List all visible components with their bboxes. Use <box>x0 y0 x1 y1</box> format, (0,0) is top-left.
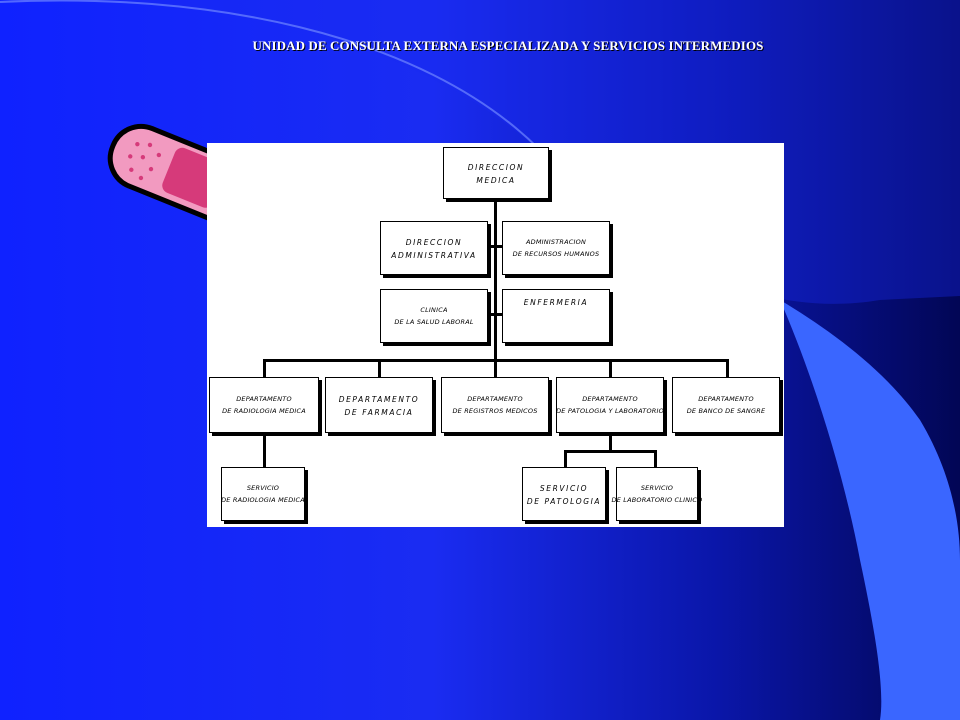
connector-main-trunk <box>494 198 497 348</box>
connector-servicio-radiologia <box>263 433 266 467</box>
node-direccion-medica: DIRECCION MEDICA <box>443 147 549 199</box>
slide-title: UNIDAD DE CONSULTA EXTERNA ESPECIALIZADA… <box>252 38 764 53</box>
node-departamento-patologia-line1: DEPARTAMENTO <box>582 395 638 404</box>
node-servicio-laboratorio-line2: DE LABORATORIO CLINICO <box>611 496 703 504</box>
node-administracion-recursos-humanos: ADMINISTRACION DE RECURSOS HUMANOS <box>502 221 610 275</box>
connector-servicio-laboratorio <box>654 450 657 468</box>
node-clinica-salud-laboral-line1: CLINICA <box>420 306 448 315</box>
node-departamento-registros-line2: DE REGISTROS MEDICOS <box>452 407 538 415</box>
connector-dept-3 <box>494 359 497 377</box>
node-departamento-farmacia-line1: DEPARTAMENTO <box>338 394 420 404</box>
node-direccion-administrativa: DIRECCION ADMINISTRATIVA <box>380 221 488 275</box>
node-enfermeria-line1: ENFERMERIA <box>523 298 589 307</box>
node-administracion-rrhh-line1: ADMINISTRACION <box>525 238 587 247</box>
node-servicio-radiologia-line1: SERVICIO <box>246 484 280 493</box>
node-departamento-farmacia-line2: DE FARMACIA <box>344 408 414 417</box>
connector-dept-4 <box>609 359 612 377</box>
org-chart: DIRECCION MEDICA DIRECCION ADMINISTRATIV… <box>207 143 784 527</box>
node-servicio-patologia-line1: SERVICIO <box>539 483 589 493</box>
node-direccion-medica-line2: MEDICA <box>476 176 516 185</box>
connector-dept-1 <box>263 359 266 377</box>
node-clinica-salud-laboral-line2: DE LA SALUD LABORAL <box>394 318 474 326</box>
node-departamento-radiologia-line2: DE RADIOLOGIA MEDICA <box>222 407 306 415</box>
background-swoosh-right <box>780 300 960 720</box>
node-clinica-salud-laboral: CLINICA DE LA SALUD LABORAL <box>380 289 488 343</box>
node-departamento-farmacia: DEPARTAMENTO DE FARMACIA <box>325 377 433 433</box>
node-departamento-registros-line1: DEPARTAMENTO <box>467 395 523 404</box>
node-servicio-radiologia-line2: DE RADIOLOGIA MEDICA <box>221 496 305 504</box>
connector-servicio-patologia <box>564 450 567 468</box>
background-arc-line <box>0 0 541 151</box>
connector-dept-5 <box>726 359 729 377</box>
node-servicio-patologia-line2: DE PATOLOGIA <box>526 497 602 506</box>
node-servicio-radiologia: SERVICIO DE RADIOLOGIA MEDICA <box>221 467 305 521</box>
connector-bus-stem <box>494 348 497 360</box>
node-departamento-radiologia-line1: DEPARTAMENTO <box>236 395 292 404</box>
node-servicio-laboratorio: SERVICIO DE LABORATORIO CLINICO <box>612 467 702 521</box>
node-servicio-patologia: SERVICIO DE PATOLOGIA <box>522 467 606 521</box>
connector-patologia-stem <box>609 433 612 451</box>
connector-dept-2 <box>378 359 381 377</box>
node-departamento-radiologia: DEPARTAMENTO DE RADIOLOGIA MEDICA <box>209 377 319 433</box>
node-direccion-administrativa-line1: DIRECCION <box>405 237 463 247</box>
node-departamento-patologia: DEPARTAMENTO DE PATOLOGIA Y LABORATORIO <box>556 377 664 433</box>
node-administracion-rrhh-line2: DE RECURSOS HUMANOS <box>512 250 600 258</box>
node-departamento-patologia-line2: DE PATOLOGIA Y LABORATORIO <box>556 407 664 415</box>
node-departamento-banco-sangre-line1: DEPARTAMENTO <box>698 395 754 404</box>
node-direccion-medica-line1: DIRECCION <box>467 162 525 172</box>
node-departamento-banco-sangre-line2: DE BANCO DE SANGRE <box>686 407 766 415</box>
connector-admin-branch <box>487 245 503 248</box>
node-direccion-administrativa-line2: ADMINISTRATIVA <box>391 251 477 260</box>
node-enfermeria: ENFERMERIA <box>502 289 610 343</box>
node-departamento-registros: DEPARTAMENTO DE REGISTROS MEDICOS <box>441 377 549 433</box>
connector-servicios-bus <box>564 450 657 453</box>
node-departamento-banco-sangre: DEPARTAMENTO DE BANCO DE SANGRE <box>672 377 780 433</box>
node-servicio-laboratorio-line1: SERVICIO <box>640 484 674 493</box>
connector-staff-branch <box>487 313 503 316</box>
